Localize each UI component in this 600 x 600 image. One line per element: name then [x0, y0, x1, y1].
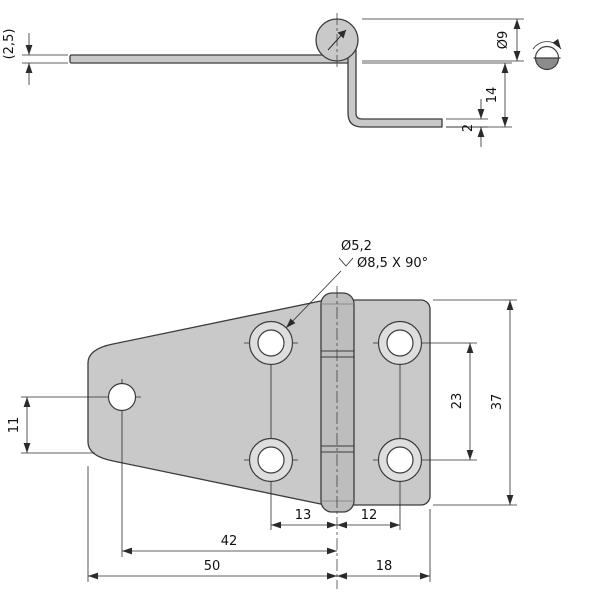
dim-leaf-height: 37 [490, 300, 514, 505]
dim-text-left-hole-offset: 13 [295, 508, 312, 523]
dim-left-hole-offset: 13 [271, 508, 337, 529]
bent-leaf-profile [347, 49, 443, 128]
dim-text-edge-to-hole: 11 [7, 417, 22, 434]
dim-text-leaf-height: 37 [490, 394, 505, 411]
dim-text-offset-height: 14 [485, 87, 500, 104]
dim-hole-span: 42 [122, 534, 337, 555]
dim-text-hole-span: 42 [221, 534, 238, 549]
dim-hole-pitch-vertical: 23 [450, 343, 474, 460]
countersunk-hole [248, 437, 294, 483]
countersunk-hole [377, 320, 423, 366]
hole-bore [386, 329, 414, 357]
dim-text-left-leaf-width: 50 [204, 559, 221, 574]
dim-offset-height: 14 [362, 62, 512, 128]
countersink-symbol-icon [338, 257, 354, 267]
dim-text-material-thickness: 2 [461, 124, 476, 132]
hole-callout: Ø5,2 Ø8,5 X 90° [285, 239, 428, 329]
dim-knuckle-diameter: Ø9 [362, 18, 524, 62]
dim-text-leaf-thickness: (2,5) [2, 29, 17, 60]
hole-bore [386, 446, 414, 474]
dim-leaf-thickness: (2,5) [2, 29, 68, 85]
callout-hole-diameter: Ø5,2 [341, 239, 372, 254]
dim-right-leaf-width: 18 [337, 559, 430, 580]
hinge-knuckle-barrel [320, 292, 355, 513]
rotation-arrow-arc [532, 38, 562, 50]
symbol-half-fill [535, 58, 559, 70]
callout-countersink-spec: Ø8,5 X 90° [357, 256, 428, 271]
knuckle-pin-mark [327, 29, 347, 51]
dim-text-right-hole-offset: 12 [361, 508, 378, 523]
pin-mark-arrow [337, 30, 346, 39]
plan-view: Ø5,2 Ø8,5 X 90° 11 13 12 42 50 [7, 239, 517, 589]
plain-mounting-hole [107, 382, 137, 412]
hole-bore [257, 329, 285, 357]
hole-bore [257, 446, 285, 474]
countersunk-hole [248, 320, 294, 366]
dim-left-leaf-width: 50 [88, 559, 337, 580]
dim-text-hole-pitch-vertical: 23 [450, 393, 465, 410]
dim-text-right-leaf-width: 18 [376, 559, 393, 574]
dim-edge-to-hole: 11 [7, 397, 31, 453]
dim-right-hole-offset: 12 [337, 508, 400, 529]
countersunk-hole [377, 437, 423, 483]
callout-leader-line [285, 270, 342, 329]
dim-material-thickness: 2 [446, 99, 488, 147]
side-view: (2,5) Ø9 14 2 [2, 13, 562, 147]
rotation-view-symbol [532, 38, 562, 71]
dim-text-knuckle-diameter: Ø9 [496, 31, 511, 50]
flat-leaf-profile [69, 54, 353, 64]
